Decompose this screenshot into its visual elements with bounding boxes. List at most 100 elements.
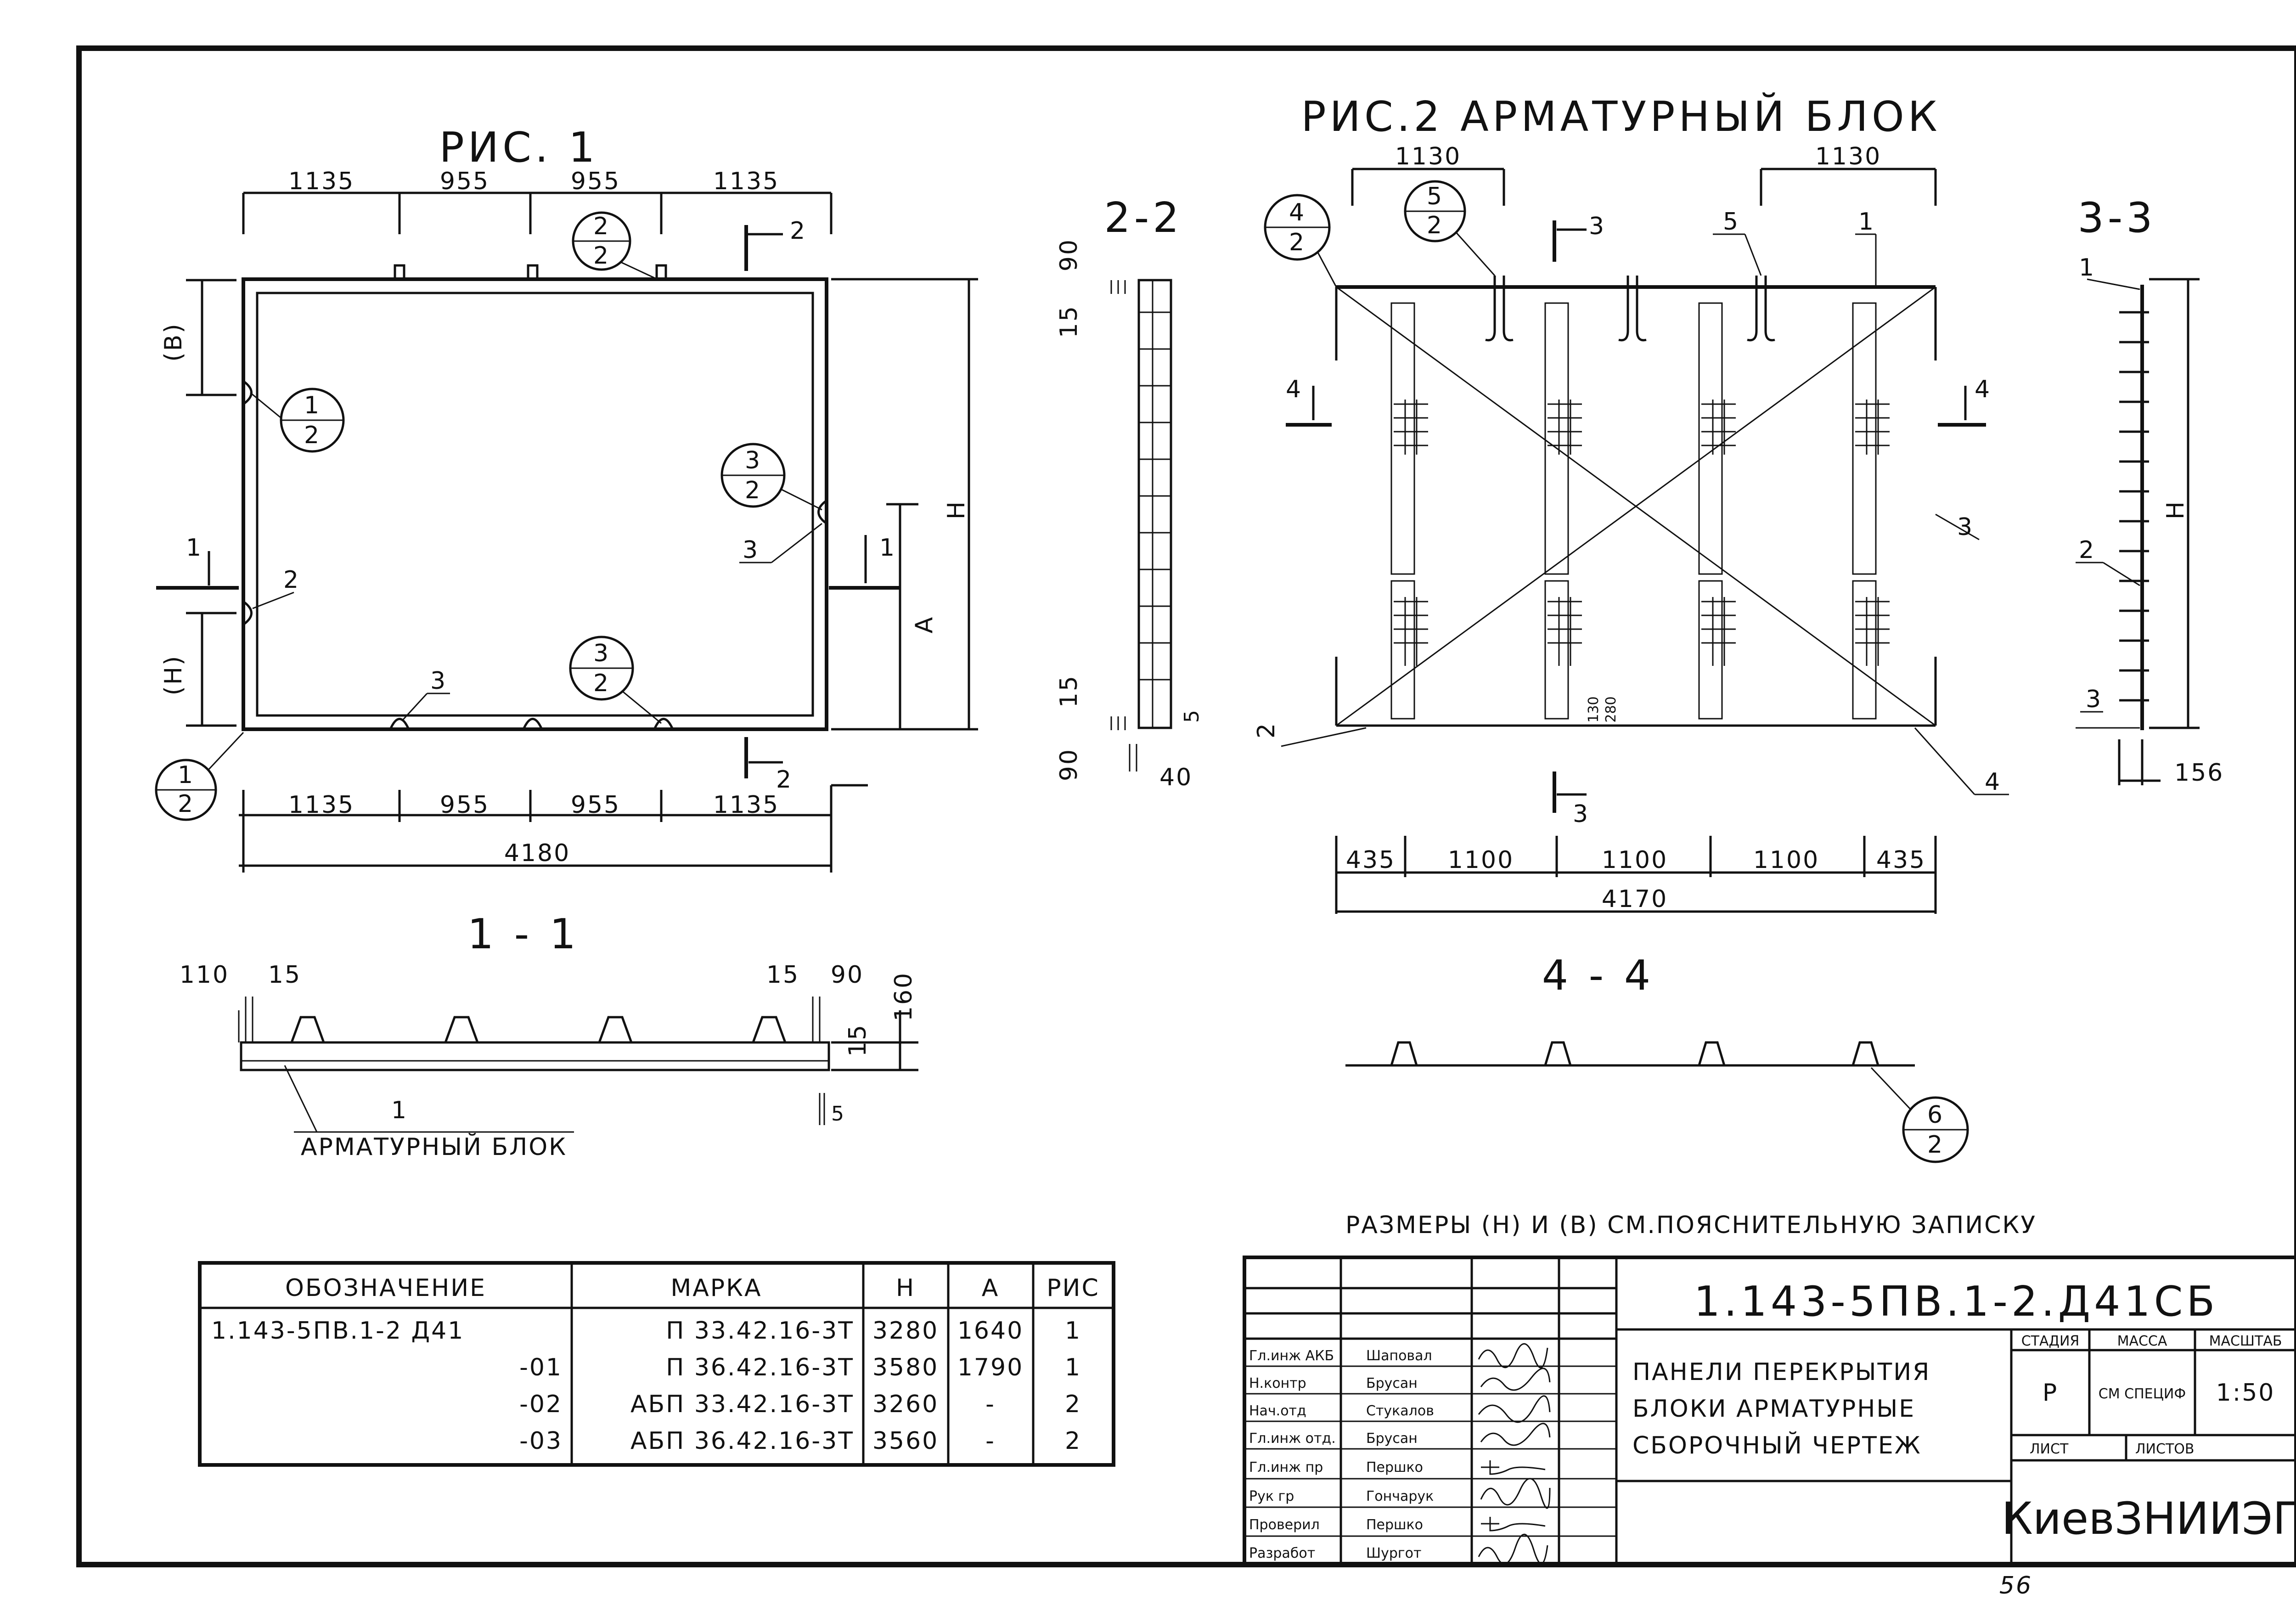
table-row: -02 АБП 33.42.16-3Т 3260 - 2: [519, 1391, 1081, 1418]
svg-text:3260: 3260: [872, 1391, 939, 1418]
fig2-section-mark-4-right: 4: [1938, 376, 1990, 427]
section-3-3-pos-1: 1: [2079, 254, 2095, 282]
fig1-callout-top: 2 2: [572, 211, 655, 279]
section-4-4-callout: 6 2: [1870, 1067, 1969, 1163]
spec-header-designation: ОБОЗНАЧЕНИЕ: [285, 1274, 486, 1302]
fig1-left-label-h: (Н): [160, 655, 187, 696]
fig1-section-mark-2-bottom: 2: [744, 737, 793, 794]
section-3-3-dim: 156: [2174, 759, 2224, 787]
fig1-top-dim-1: 1135: [288, 168, 355, 195]
svg-text:2: 2: [1289, 229, 1306, 256]
section-1-1-block-label: АРМАТУРНЫЙ БЛОК: [301, 1133, 567, 1161]
fig2-bottom-dim-2: 1100: [1448, 846, 1514, 874]
fig1-bottom-dim-2: 955: [440, 791, 490, 819]
signature-row: Гл.инж пр Першко: [1249, 1459, 1546, 1475]
svg-text:-01: -01: [519, 1354, 563, 1381]
svg-text:3: 3: [745, 447, 761, 474]
title-block-desc-1: ПАНЕЛИ ПЕРЕКРЫТИЯ: [1632, 1358, 1930, 1386]
fig2-section-mark-3-bottom: 3: [1553, 772, 1589, 828]
section-1-1-dim-5: 5: [831, 1102, 844, 1126]
signature-row: Нач.отд Стукалов: [1249, 1395, 1551, 1423]
svg-text:2: 2: [776, 766, 793, 794]
section-3-3-pos-3: 3: [2086, 686, 2102, 713]
svg-text:Н.контр: Н.контр: [1249, 1375, 1306, 1391]
fig2-bottom-dim-3: 1100: [1602, 846, 1668, 874]
fig1-callout-bottom: 3 2: [569, 636, 662, 724]
fig2-pos-1: 1: [1858, 208, 1875, 236]
section-4-4-title: 4 - 4: [1542, 952, 1654, 1000]
spec-header-mark: МАРКА: [670, 1274, 762, 1302]
fig2-top-dim-left: 1130: [1395, 143, 1461, 170]
title-block-scale: 1:50: [2216, 1379, 2275, 1407]
signature-row: Разработ Шургот: [1249, 1533, 1548, 1565]
svg-text:1: 1: [879, 534, 896, 562]
section-1-1-dim-15-side: 15: [844, 1024, 872, 1057]
section-2-2-title: 2-2: [1104, 194, 1183, 242]
svg-text:3: 3: [593, 640, 610, 667]
section-2-2-dim-40: 40: [1159, 764, 1193, 791]
svg-text:Гончарук: Гончарук: [1366, 1488, 1434, 1504]
title-block-stage-header: СТАДИЯ: [2021, 1333, 2080, 1349]
table-row: -03 АБП 36.42.16-3Т 3560 - 2: [519, 1427, 1080, 1455]
title-block-sheets-header: ЛИСТОВ: [2135, 1441, 2194, 1457]
fig1-section-mark-1-left: 1: [156, 534, 239, 590]
section-1-1-dim-160: 160: [890, 972, 917, 1021]
fig1-section-mark-2-top: 2: [744, 217, 805, 271]
svg-text:Першко: Першко: [1366, 1517, 1423, 1533]
fig1-top-dim-3: 955: [571, 168, 620, 195]
svg-text:-: -: [985, 1427, 996, 1455]
fig2-section-mark-3-top: 3: [1553, 213, 1604, 262]
fig2-pos-4: 4: [1985, 768, 2001, 796]
fig1-panel-outer: [242, 277, 828, 731]
svg-text:1: 1: [186, 534, 203, 562]
svg-text:Стукалов: Стукалов: [1366, 1403, 1434, 1419]
svg-text:3: 3: [1573, 800, 1589, 828]
svg-text:1.143-5ПВ.1-2 Д41: 1.143-5ПВ.1-2 Д41: [211, 1317, 464, 1345]
svg-text:3280: 3280: [872, 1317, 939, 1345]
fig1-callout-right: 3 2: [720, 443, 822, 511]
svg-text:Гл.инж АКБ: Гл.инж АКБ: [1249, 1348, 1334, 1364]
section-1-1-dim-110: 110: [180, 961, 229, 989]
title-block-desc-2: БЛОКИ АРМАТУРНЫЕ: [1632, 1395, 1915, 1423]
section-1-1: 1 - 1 110 15 15 90 160 15 5 1 АРМАТУРНЫЙ…: [180, 910, 918, 1161]
svg-text:2: 2: [304, 422, 321, 449]
svg-text:1: 1: [1065, 1317, 1081, 1345]
svg-text:-02: -02: [519, 1391, 563, 1418]
section-2-2-dim-5: 5: [1180, 710, 1204, 723]
section-3-3: 3-3 Н 1 2 3 156: [2076, 194, 2224, 787]
svg-text:Шаповал: Шаповал: [1366, 1348, 1432, 1364]
svg-text:2: 2: [745, 477, 761, 504]
title-block-desc-3: СБОРОЧНЫЙ ЧЕРТЕЖ: [1632, 1431, 1922, 1459]
section-2-2-dim-15-top: 15: [1055, 305, 1083, 338]
svg-text:-: -: [985, 1391, 996, 1418]
title-block-sheet-header: ЛИСТ: [2030, 1441, 2069, 1457]
section-1-1-pos-1: 1: [391, 1097, 408, 1124]
fig1-total-width: 4180: [504, 839, 570, 867]
section-1-1-title: 1 - 1: [467, 910, 580, 958]
title-block-code: 1.143-5ПВ.1-2.Д41СБ: [1694, 1278, 2218, 1326]
section-1-1-dim-90: 90: [831, 961, 864, 989]
fig1-right-label-a: А: [911, 616, 938, 634]
sheet-frame: [76, 45, 2296, 1567]
spec-header-h: Н: [896, 1274, 915, 1302]
sheet-note: РАЗМЕРЫ (Н) И (В) СМ.ПОЯСНИТЕЛЬНУЮ ЗАПИС…: [1345, 1211, 2037, 1239]
section-3-3-title: 3-3: [2078, 194, 2156, 242]
svg-text:2: 2: [593, 670, 610, 697]
title-block-organization: КиевЗНИИЭП: [2002, 1493, 2296, 1544]
svg-text:П 36.42.16-3Т: П 36.42.16-3Т: [666, 1354, 854, 1381]
fig2-pos-5: 5: [1723, 208, 1739, 236]
spec-table: ОБОЗНАЧЕНИЕ МАРКА Н А РИС 1.143-5ПВ.1-2 …: [198, 1261, 1115, 1467]
svg-text:2: 2: [1065, 1391, 1081, 1418]
svg-text:6: 6: [1927, 1101, 1944, 1129]
title-block-stage: Р: [2043, 1379, 2058, 1407]
svg-text:2: 2: [593, 242, 610, 270]
signature-row: Н.контр Брусан: [1249, 1368, 1551, 1391]
fig2-pos-2: 2: [1253, 722, 1280, 738]
svg-text:2: 2: [178, 790, 194, 818]
svg-text:Шургот: Шургот: [1366, 1545, 1421, 1561]
fig1-callout-left-upper: 1 2: [250, 388, 345, 453]
section-3-3-pos-2: 2: [2079, 536, 2095, 564]
fig1-section-mark-1-right: 1: [829, 534, 900, 590]
title-block-mass: СМ СПЕЦИФ: [2099, 1386, 2186, 1402]
fig2-top-dim-right: 1130: [1815, 143, 1881, 170]
